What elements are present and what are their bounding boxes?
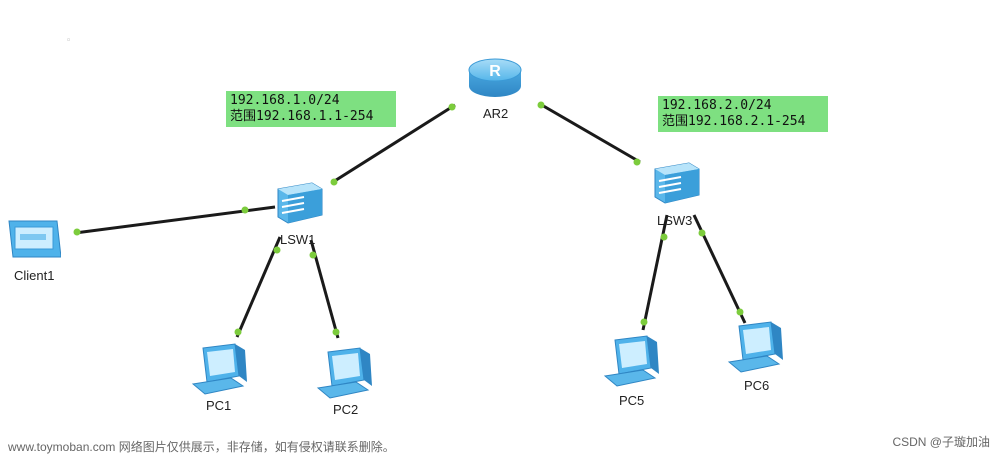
- pc-icon: [191, 343, 247, 395]
- client-icon: [8, 220, 62, 258]
- client1-label: Client1: [14, 268, 55, 283]
- subnet-left-range: 范围192.168.1.1-254: [230, 109, 374, 124]
- link-lsw3-pc5[interactable]: [640, 214, 669, 331]
- footer-watermark: www.toymoban.com 网络图片仅供展示，非存储，如有侵权请联系删除。: [8, 440, 395, 454]
- pc2-label: PC2: [333, 402, 359, 417]
- switch-icon: [654, 162, 700, 204]
- pc-icon: [603, 335, 659, 387]
- subnet-box-left: 192.168.1.0/24 范围192.168.1.1-254: [226, 91, 396, 127]
- subnet-box-right: 192.168.2.0/24 范围192.168.2.1-254: [658, 96, 828, 132]
- link-lsw1-pc1[interactable]: [234, 236, 282, 338]
- pc1-label: PC1: [206, 398, 232, 413]
- client1[interactable]: [7, 217, 62, 265]
- svg-text:R: R: [489, 63, 501, 80]
- corner-mark: ◦: [66, 36, 72, 46]
- router-label: AR2: [483, 106, 509, 121]
- link-lsw1-client1[interactable]: [73, 205, 276, 236]
- switch-lsw1[interactable]: [274, 179, 324, 231]
- subnet-right-range: 范围192.168.2.1-254: [662, 114, 806, 129]
- switch-lsw1-label: LSW1: [280, 232, 316, 247]
- link-lsw1-pc2[interactable]: [309, 239, 340, 339]
- pc6-label: PC6: [744, 378, 770, 393]
- pc2[interactable]: [316, 346, 374, 404]
- pc6[interactable]: [727, 320, 785, 378]
- pc5-label: PC5: [619, 393, 645, 408]
- link-lsw3-pc6[interactable]: [692, 214, 747, 324]
- pc1[interactable]: [191, 342, 249, 400]
- subnet-left-network: 192.168.1.0/24: [230, 93, 340, 108]
- switch-lsw3-label: LSW3: [657, 213, 693, 228]
- pc-icon: [727, 321, 783, 373]
- switch-icon: [277, 182, 323, 224]
- switch-lsw3[interactable]: [651, 159, 701, 211]
- subnet-right-network: 192.168.2.0/24: [662, 98, 772, 113]
- router-ar2[interactable]: R: [467, 54, 523, 106]
- pc-icon: [316, 347, 372, 399]
- link-ar2-lsw1[interactable]: [330, 103, 456, 186]
- footer-credit: CSDN @子璇加油: [892, 435, 990, 449]
- link-ar2-lsw3[interactable]: [537, 101, 641, 166]
- router-icon: R: [468, 58, 522, 97]
- pc5[interactable]: [603, 334, 661, 392]
